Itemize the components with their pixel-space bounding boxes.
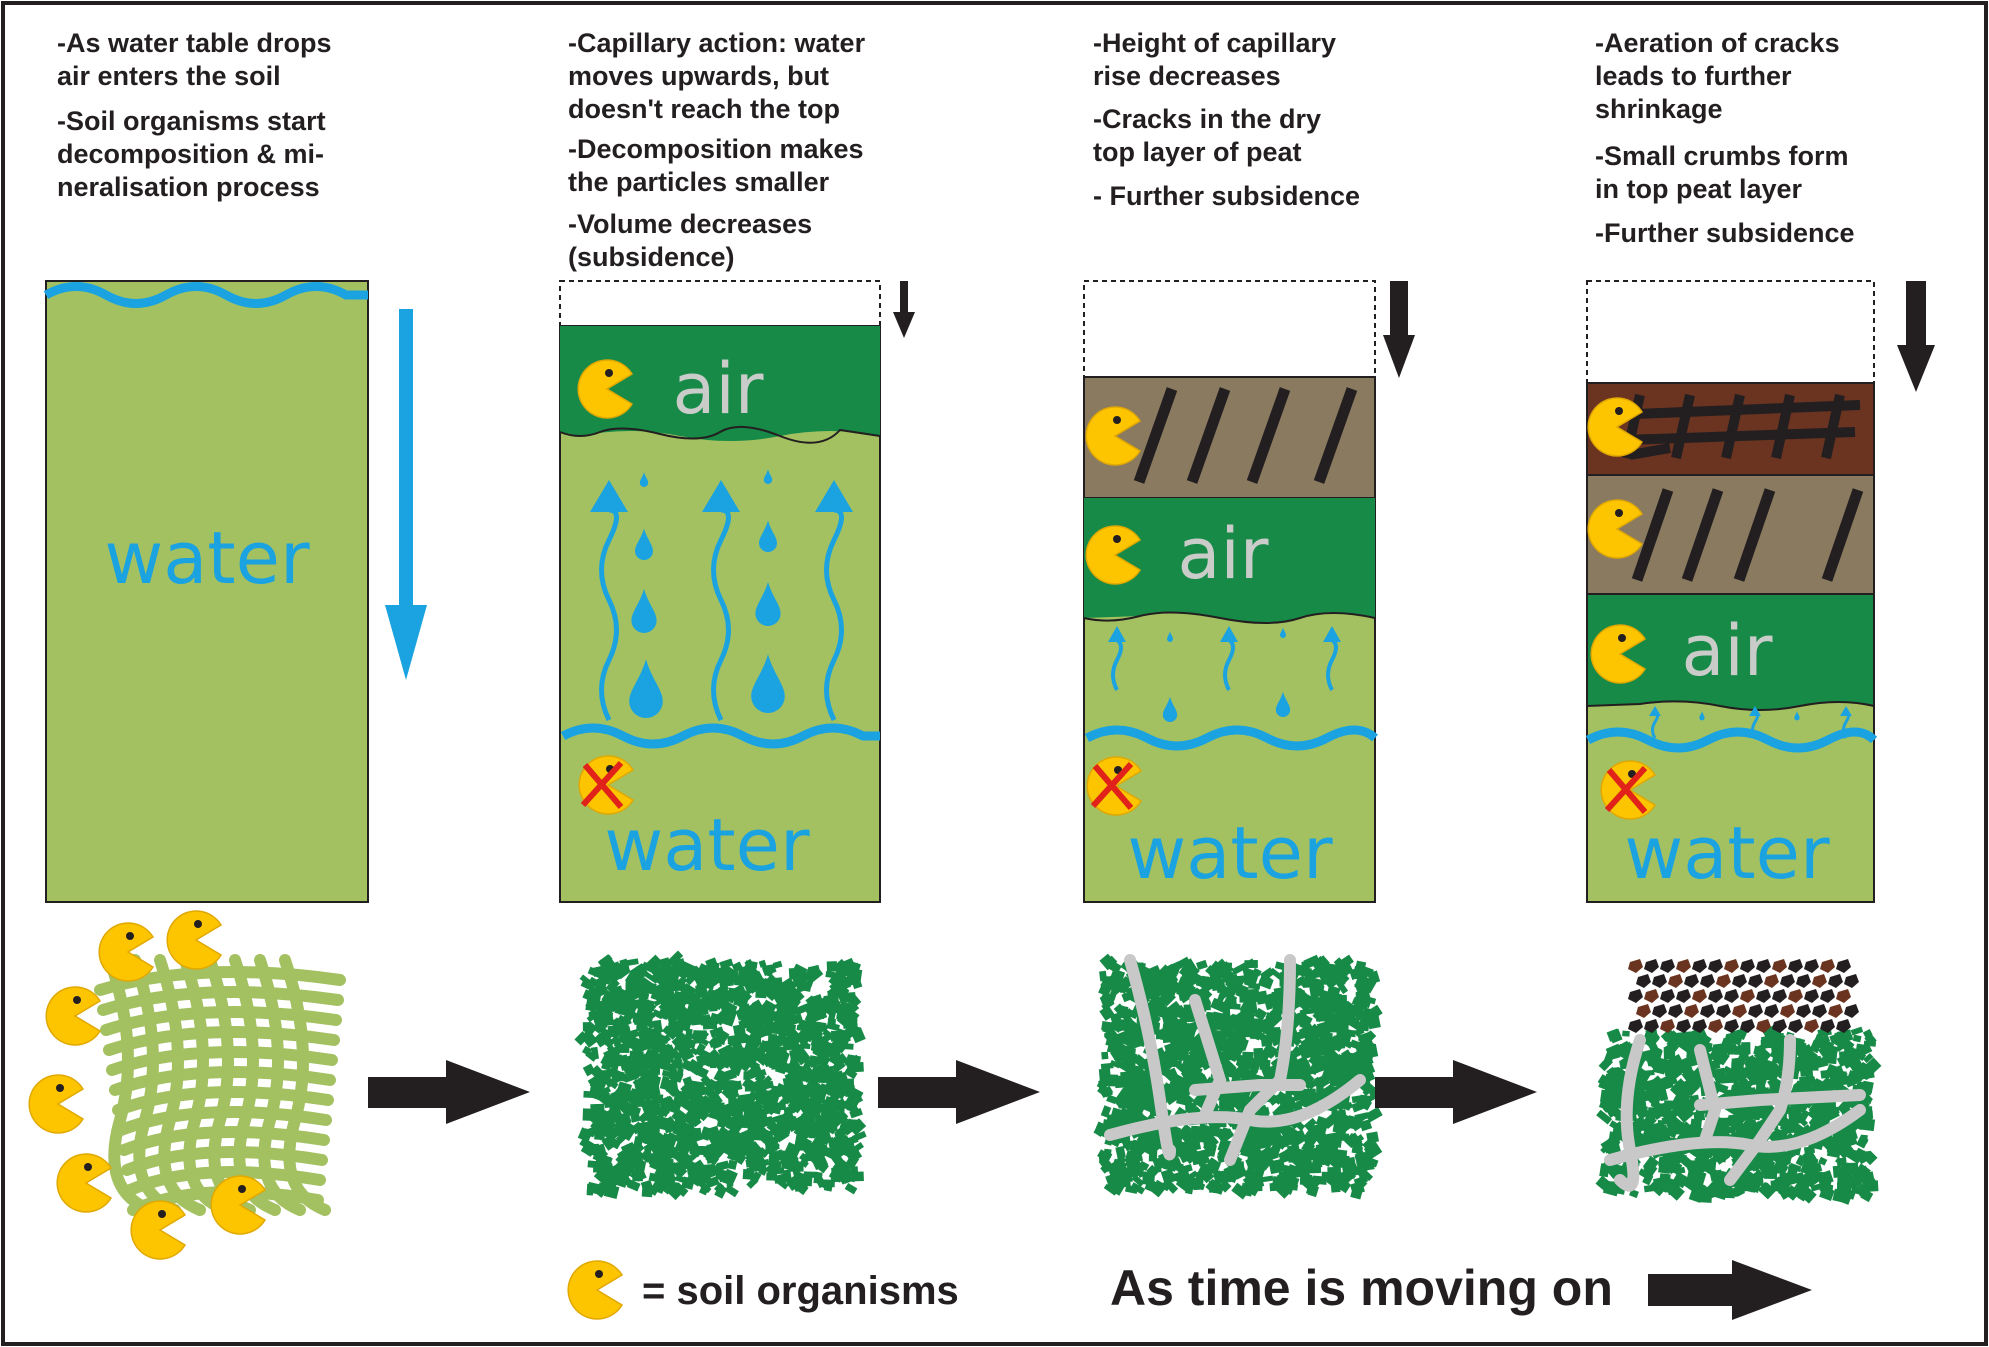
column-2-air-label: air [672, 348, 763, 430]
note-3-1-line-1: -Height of capillary [1093, 28, 1336, 58]
note-1-2-line-2: decomposition & mi- [57, 139, 324, 169]
time-caption-text: As time is moving on [1110, 1260, 1613, 1316]
note-2-1-line-3: doesn't reach the top [568, 94, 840, 124]
soil-column-1: water [43, 280, 369, 903]
column-4-water-label: water [1624, 811, 1830, 895]
note-3-1-line-2: rise decreases [1093, 61, 1281, 91]
legend: = soil organisms [567, 1260, 959, 1320]
note-2-1-line-2: moves upwards, but [568, 61, 829, 91]
note-2-2-line-1: -Decomposition makes [568, 134, 864, 164]
subsidence-arrow-small [893, 281, 915, 338]
column-3-water-table [1084, 725, 1378, 751]
column-3-water-label: water [1127, 811, 1333, 895]
time-arrow-3 [1375, 1060, 1537, 1124]
note-1-1-line-1: -As water table drops [57, 28, 332, 58]
soil-column-4: air water [1585, 280, 1878, 903]
note-2-3-line-1: -Volume decreases [568, 209, 812, 239]
notes-panel-4: -Aeration of cracks leads to further shr… [1595, 28, 1855, 248]
column-3-air-layer [1084, 498, 1375, 623]
soil-column-3: air water [1083, 280, 1378, 903]
time-caption: As time is moving on [1110, 1260, 1812, 1320]
legend-text: = soil organisms [642, 1269, 959, 1313]
column-4-air-label: air [1681, 610, 1772, 692]
note-3-3-line-1: - Further subsidence [1093, 181, 1360, 211]
time-caption-arrow-head [1732, 1260, 1812, 1320]
decomposed-peat-block [574, 950, 867, 1201]
column-3-capillary-arrows [1111, 638, 1338, 691]
note-3-2-line-2: top layer of peat [1093, 137, 1302, 167]
column-2-water-table [560, 723, 880, 749]
cracked-peat-cracks [1104, 954, 1366, 1166]
column-2-water-label: water [604, 803, 810, 887]
fresh-peat-fibres [28, 910, 346, 1260]
note-2-3-line-2: (subsidence) [568, 242, 735, 272]
note-2-2-line-2: the particles smaller [568, 167, 830, 197]
note-4-1-line-1: -Aeration of cracks [1595, 28, 1840, 58]
note-4-3-line-1: -Further subsidence [1595, 218, 1855, 248]
column-4-air-layer [1586, 593, 1875, 711]
notes-panel-1: -As water table drops air enters the soi… [57, 28, 332, 202]
column-2-capillary-arrows [599, 507, 844, 722]
note-4-2-line-2: in top peat layer [1595, 174, 1803, 204]
time-caption-arrow-shaft [1648, 1274, 1734, 1306]
notes-panel-2: -Capillary action: water moves upwards, … [568, 28, 866, 272]
note-4-1-line-3: shrinkage [1595, 94, 1723, 124]
note-2-1-line-1: -Capillary action: water [568, 28, 866, 58]
note-4-2-line-1: -Small crumbs form [1595, 141, 1849, 171]
water-table-drop-arrow [385, 309, 427, 680]
column-3-air-label: air [1177, 513, 1268, 595]
time-arrow-1 [368, 1060, 530, 1124]
column-4-water-table [1585, 727, 1878, 753]
note-3-2-line-1: -Cracks in the dry [1093, 104, 1321, 134]
crumbed-peat-cracks [1604, 1034, 1866, 1192]
crumbed-peat-block [1595, 959, 1882, 1205]
subsidence-arrow-large [1897, 281, 1935, 392]
soil-column-2: air water [559, 280, 881, 903]
note-1-2-line-3: neralisation process [57, 172, 320, 202]
column-1-wet-peat [45, 280, 369, 903]
note-1-1-line-2: air enters the soil [57, 61, 281, 91]
column-3-dry-peat-layer [1083, 376, 1376, 499]
note-4-1-line-2: leads to further [1595, 61, 1792, 91]
notes-panel-3: -Height of capillary rise decreases -Cra… [1093, 28, 1360, 211]
column-2-air-layer [560, 326, 880, 441]
column-3-cracks [1133, 387, 1358, 484]
subsidence-arrow-medium [1383, 281, 1415, 378]
time-arrow-2 [878, 1060, 1040, 1124]
column-4-cracks [1631, 488, 1864, 582]
column-1-water-label: water [104, 516, 310, 600]
cracked-peat-block [1093, 953, 1383, 1200]
note-1-2-line-1: -Soil organisms start [57, 106, 326, 136]
column-1-water-table [43, 282, 368, 308]
